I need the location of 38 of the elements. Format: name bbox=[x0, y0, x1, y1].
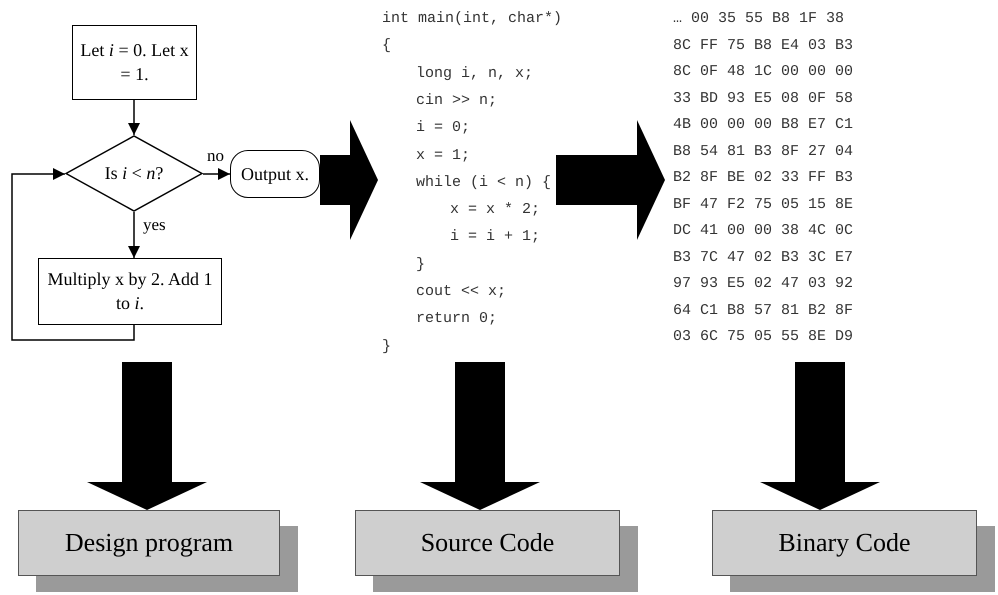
code-line: } bbox=[416, 256, 426, 273]
block-arrow bbox=[420, 362, 540, 510]
code-line: long i, n, x; bbox=[416, 64, 534, 82]
code-line: { bbox=[382, 37, 392, 54]
code-line: cout << x; bbox=[416, 283, 506, 300]
arrow bbox=[128, 212, 140, 258]
code-line: x = 1; bbox=[416, 146, 470, 164]
code-line: B3 7C 47 02 B3 3C E7 bbox=[673, 248, 854, 266]
terminal-box: Output x. bbox=[230, 150, 320, 198]
arrow bbox=[203, 168, 230, 180]
code-line: while (i < n) { bbox=[416, 174, 552, 191]
code-line: B8 54 81 B3 8F 27 04 bbox=[673, 142, 854, 160]
code-line: x = x * 2; bbox=[450, 201, 540, 218]
block-arrow bbox=[556, 120, 665, 240]
code-line: 33 BD 93 E5 08 0F 58 bbox=[673, 90, 854, 106]
block-arrow bbox=[87, 362, 207, 510]
code-line: } bbox=[382, 338, 392, 355]
code-line: DC 41 00 00 38 4C 0C bbox=[673, 222, 854, 239]
code-line: return 0; bbox=[416, 310, 498, 328]
code-line: 8C 0F 48 1C 00 00 00 bbox=[673, 63, 854, 80]
decision-diamond: Is i < n? bbox=[65, 135, 203, 212]
process-box: Multiply x by 2. Add 1 to i. bbox=[38, 258, 222, 325]
code-line: BF 47 F2 75 05 15 8E bbox=[673, 196, 854, 212]
code-line: … 00 35 55 B8 1F 38 bbox=[673, 10, 844, 27]
code-line: i = i + 1; bbox=[450, 228, 540, 246]
code-line: 8C FF 75 B8 E4 03 B3 bbox=[673, 36, 854, 54]
code-line: 64 C1 B8 57 81 B2 8F bbox=[673, 302, 854, 318]
code-line: 97 93 E5 02 47 03 92 bbox=[673, 275, 854, 292]
code-line: int main(int, char*) bbox=[382, 10, 562, 27]
code-line: cin >> n; bbox=[416, 92, 498, 109]
block-arrow bbox=[760, 362, 880, 510]
process-box: Let i = 0. Let x = 1. bbox=[72, 25, 197, 100]
code-line: i = 0; bbox=[416, 119, 470, 136]
code-line: 4B 00 00 00 B8 E7 C1 bbox=[673, 116, 854, 133]
arrow bbox=[128, 100, 140, 135]
arrow bbox=[11, 168, 135, 341]
code-line: B2 8F BE 02 33 FF B3 bbox=[673, 169, 854, 186]
code-line: 03 6C 75 05 55 8E D9 bbox=[673, 328, 854, 345]
